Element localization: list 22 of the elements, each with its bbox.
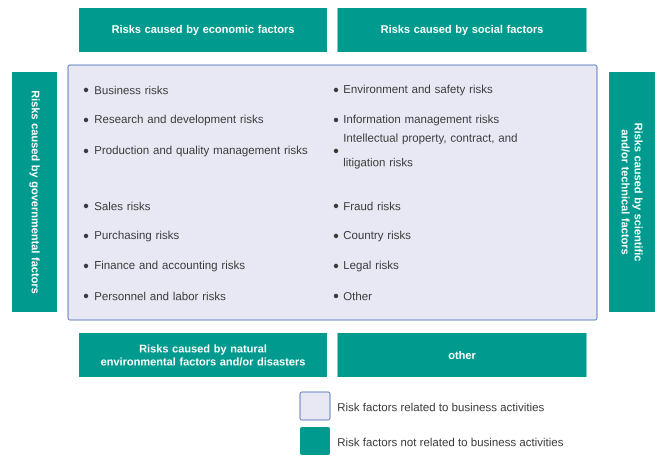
- list-item: Information management risks: [344, 114, 499, 126]
- list-item: Fraud risks: [344, 202, 400, 210]
- list-item: Purchasing risks: [95, 230, 179, 242]
- list-item: Research and development risks: [95, 114, 264, 126]
- list-item: Business risks: [95, 86, 168, 94]
- category-box: Risks caused by governmental factors: [12, 72, 57, 312]
- list-item: Other: [344, 292, 372, 300]
- category-box: other: [338, 333, 586, 377]
- list-item: Production and quality management risks: [95, 146, 308, 156]
- category-box: Risks caused by economic factors: [79, 8, 327, 52]
- category-box: Risks caused by social factors: [338, 8, 586, 52]
- list-item: Sales risks: [94, 202, 150, 210]
- list-item: Legal risks: [344, 260, 398, 272]
- category-box: Risks caused by natural environmental factors and/or disasters: [79, 333, 327, 377]
- legend-text: Risk factors not related to business activities: [338, 438, 563, 446]
- legend-text: Risk factors related to business activities: [338, 402, 544, 412]
- list-item: Environment and safety risks: [344, 84, 492, 96]
- list-item: Intellectual property, contract, and litigation risks: [344, 133, 517, 169]
- list-item: Personnel and labor risks: [95, 292, 226, 300]
- category-box: Risks caused by scientific and/or technical factors: [609, 72, 655, 312]
- list-item: Finance and accounting risks: [95, 260, 245, 272]
- list-item: Country risks: [344, 230, 410, 242]
